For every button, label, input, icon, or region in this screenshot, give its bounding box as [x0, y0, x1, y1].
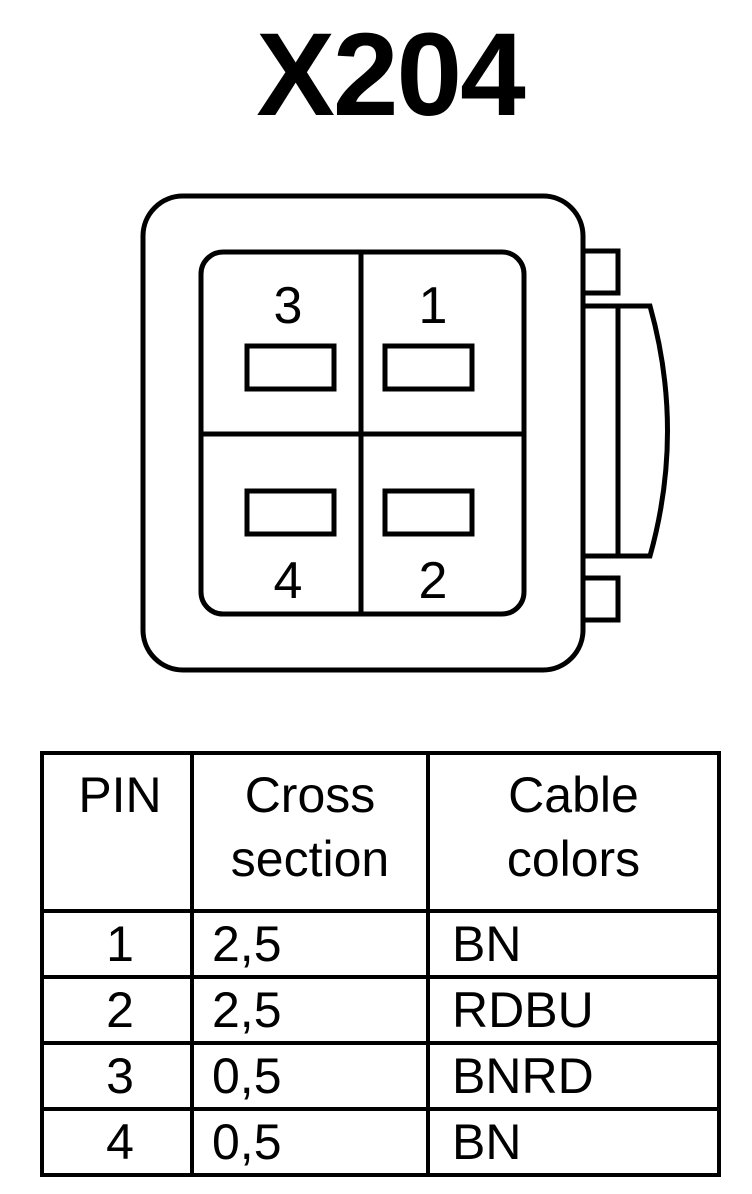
cell-cross-section: 2,5 [190, 909, 430, 979]
cell-cable-color: BN [426, 909, 721, 979]
cell-pin: 3 [40, 1041, 194, 1111]
pin-slot-1 [382, 343, 475, 392]
pin-label-3: 3 [274, 277, 303, 335]
table-header-row: PIN Cross section Cable colors [40, 751, 721, 913]
table-row: 1 2,5 BN [40, 909, 721, 979]
side-latch-lever [618, 303, 670, 559]
pin-slot-4 [244, 488, 337, 537]
cell-cross-section: 0,5 [190, 1107, 430, 1177]
cell-pin: 1 [40, 909, 194, 979]
side-latch-body [583, 303, 621, 559]
cell-pin: 2 [40, 975, 194, 1045]
pin-slot-3 [244, 343, 337, 392]
header-cross-section: Cross section [190, 751, 430, 913]
pin-label-2: 2 [419, 552, 448, 610]
cell-cable-color: BN [426, 1107, 721, 1177]
cell-cable-color: RDBU [426, 975, 721, 1045]
connector-housing [140, 193, 586, 673]
header-cross-line1: Cross [244, 767, 376, 823]
pin-slot-2 [382, 488, 475, 537]
table-row: 2 2,5 RDBU [40, 975, 721, 1045]
header-colors-line2: colors [506, 831, 641, 887]
table-row: 4 0,5 BN [40, 1107, 721, 1177]
connector-diagram: 3 1 4 2 [140, 193, 670, 673]
cell-pin: 4 [40, 1107, 194, 1177]
cell-cross-section: 2,5 [190, 975, 430, 1045]
header-pin: PIN [40, 751, 194, 913]
cell-cross-section: 0,5 [190, 1041, 430, 1111]
lower-latch-tab [580, 575, 621, 623]
header-cross-line2: section [230, 831, 390, 887]
header-cable-colors: Cable colors [426, 751, 721, 913]
upper-latch-tab [580, 248, 621, 296]
pin-label-4: 4 [274, 552, 303, 610]
table-row: 3 0,5 BNRD [40, 1041, 721, 1111]
pin-label-1: 1 [419, 277, 448, 335]
cell-cable-color: BNRD [426, 1041, 721, 1111]
header-pin-label: PIN [78, 767, 162, 823]
connector-title: X204 [256, 9, 526, 141]
header-colors-line1: Cable [508, 767, 639, 823]
pin-assignment-table: PIN Cross section Cable colors 1 2,5 BN … [40, 751, 721, 1177]
